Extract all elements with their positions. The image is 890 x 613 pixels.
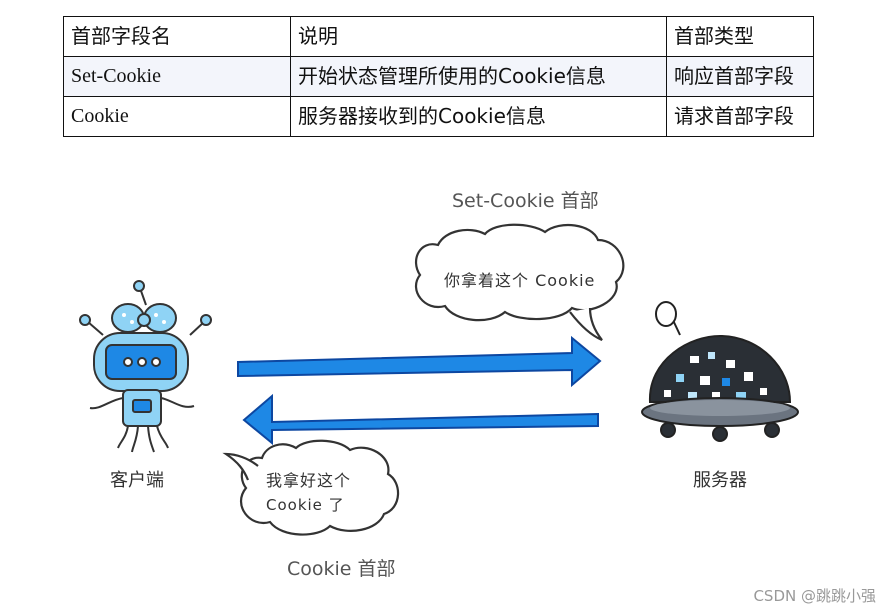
set-cookie-arrow [237, 335, 602, 388]
client-bubble-text-line1: 我拿好这个 [266, 471, 352, 490]
cookie-header-table: 首部字段名 说明 首部类型 Set-Cookie 开始状态管理所使用的Cooki… [63, 16, 814, 137]
table-header-cell: 首部类型 [666, 16, 814, 57]
table-cell-field-name: Cookie [63, 96, 291, 137]
server-label: 服务器 [693, 470, 747, 491]
client-label: 客户端 [110, 470, 164, 491]
table-header-cell: 说明 [290, 16, 667, 57]
server-speech-bubble [414, 223, 625, 342]
table-cell-description: 服务器接收到的Cookie信息 [290, 96, 667, 137]
server-bubble-text: 你拿着这个 Cookie [444, 271, 596, 290]
server-robot-icon [641, 301, 799, 442]
table-cell-type: 响应首部字段 [666, 56, 814, 97]
client-robot-icon [79, 280, 212, 453]
table-header-cell: 首部字段名 [63, 16, 291, 57]
table-row: Cookie 服务器接收到的Cookie信息 请求首部字段 [63, 96, 814, 137]
cookie-arrow [242, 393, 599, 446]
table-cell-type: 请求首部字段 [666, 96, 814, 137]
table-header-row: 首部字段名 说明 首部类型 [63, 16, 814, 57]
set-cookie-header-label: Set-Cookie 首部 [452, 190, 599, 212]
watermark: CSDN @跳跳小强 [753, 587, 876, 605]
table-cell-field-name: Set-Cookie [63, 56, 291, 97]
client-speech-bubble [222, 439, 400, 536]
client-bubble-text-line2: Cookie 了 [266, 496, 345, 514]
cookie-header-label: Cookie 首部 [287, 558, 396, 580]
table-row: Set-Cookie 开始状态管理所使用的Cookie信息 响应首部字段 [63, 56, 814, 97]
table-cell-description: 开始状态管理所使用的Cookie信息 [290, 56, 667, 97]
